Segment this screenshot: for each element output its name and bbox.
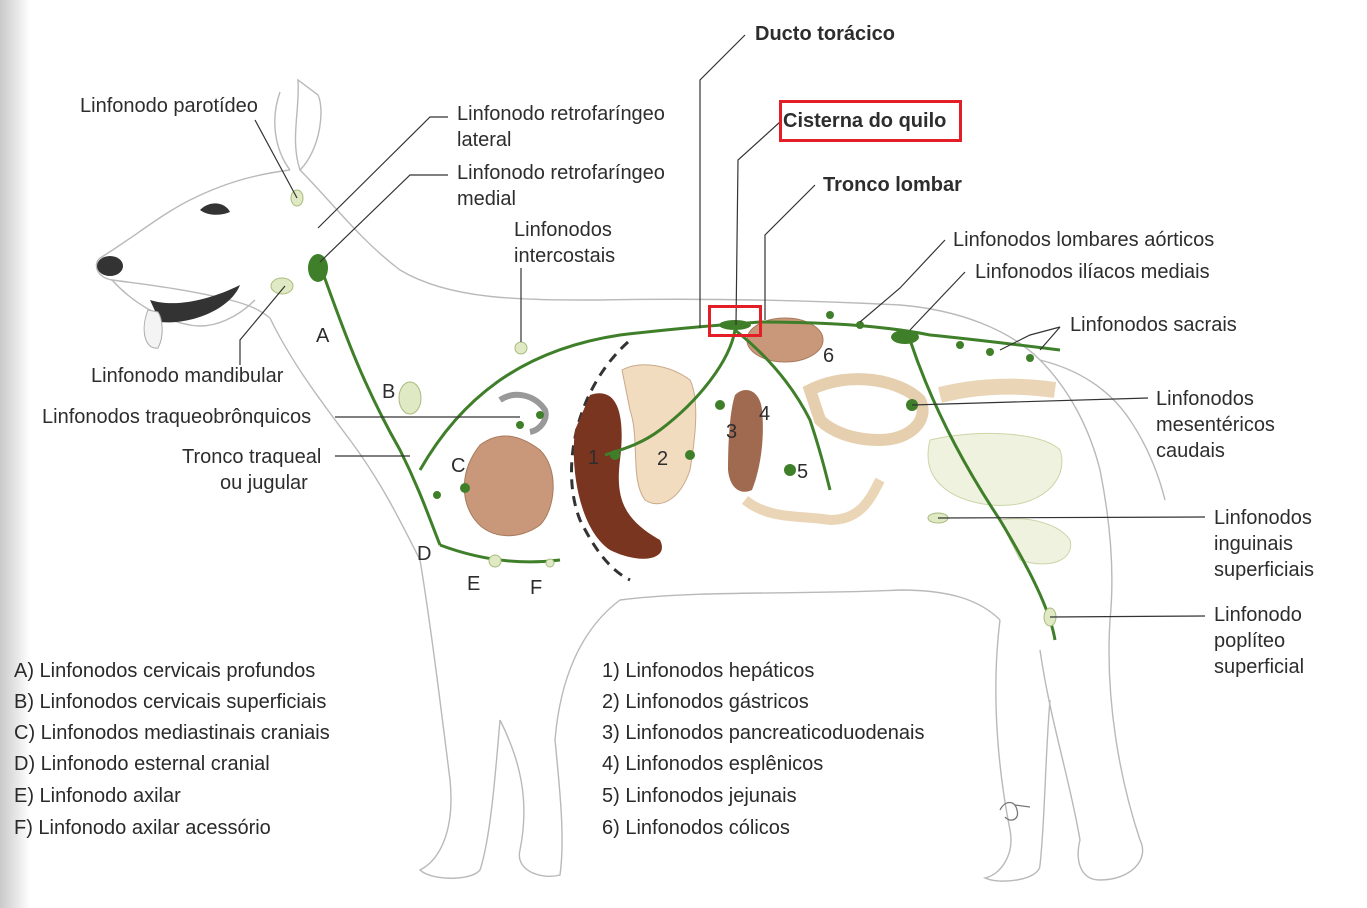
label-sacrais: Linfonodos sacrais: [1070, 314, 1237, 336]
label-tronco-traqueal-2: ou jugular: [220, 472, 308, 494]
legend-item-3: 3) Linfonodos pancreaticoduodenais: [602, 722, 925, 744]
liver-shape: [573, 393, 662, 559]
colon-shape: [802, 373, 929, 447]
letter-C: C: [451, 455, 466, 477]
letter-B: B: [382, 381, 396, 403]
legend-item-6: 6) Linfonodos cólicos: [602, 817, 790, 839]
label-retrofaringeo-lateral-2: lateral: [457, 129, 512, 151]
bladder-shape: [927, 432, 1063, 507]
stomach-shape: [621, 364, 697, 505]
legend-item-A: A) Linfonodos cervicais profundos: [14, 660, 316, 682]
label-intercostais-1: Linfonodos: [514, 219, 612, 241]
label-cisterna-do-quilo: Cisterna do quilo: [783, 110, 947, 132]
dog-tongue: [143, 309, 163, 349]
trachea-bronchi: [498, 391, 549, 435]
label-mandibular: Linfonodo mandibular: [91, 365, 284, 387]
legend-item-E: E) Linfonodo axilar: [14, 785, 181, 807]
legend-item-D: D) Linfonodo esternal cranial: [14, 753, 270, 775]
number-3: 3: [726, 421, 738, 443]
label-inguinais-2: inguinais: [1214, 533, 1293, 555]
number-1: 1: [588, 447, 600, 469]
label-retrofaringeo-lateral-1: Linfonodo retrofaríngeo: [457, 103, 665, 125]
label-popliteo-1: Linfonodo: [1214, 604, 1302, 626]
dog-mouth: [150, 285, 240, 323]
letter-E: E: [467, 573, 481, 595]
label-mesentericos-2: mesentéricos: [1156, 414, 1275, 436]
legend-item-1: 1) Linfonodos hepáticos: [602, 660, 815, 682]
label-mesentericos-3: caudais: [1156, 440, 1225, 462]
dog-nose: [97, 256, 123, 276]
lymph-vessels: [318, 264, 1061, 641]
label-tronco-lombar: Tronco lombar: [823, 174, 962, 196]
label-lombares-aorticos: Linfonodos lombares aórticos: [953, 229, 1215, 251]
label-intercostais-2: intercostais: [514, 245, 616, 267]
number-2: 2: [657, 448, 669, 470]
label-traqueobronquicos: Linfonodos traqueobrônquicos: [42, 406, 312, 428]
label-tronco-traqueal-1: Tronco traqueal: [182, 446, 322, 468]
pale-node-markers: [270, 189, 1057, 627]
jejunum-shape: [741, 477, 885, 526]
letter-A: A: [316, 325, 330, 347]
diaphragm-line: [570, 340, 631, 582]
legend-item-2: 2) Linfonodos gástricos: [602, 691, 809, 713]
number-4: 4: [759, 403, 771, 425]
testis-shape: [999, 518, 1072, 565]
letter-F: F: [530, 577, 543, 599]
number-5: 5: [797, 461, 809, 483]
label-popliteo-2: poplíteo: [1214, 630, 1286, 652]
label-inguinais-1: Linfonodos: [1214, 507, 1312, 529]
letter-D: D: [417, 543, 432, 565]
label-ducto-toracico: Ducto torácico: [755, 23, 896, 45]
label-retrofaringeo-medial-2: medial: [457, 188, 516, 210]
artist-signature: [999, 801, 1031, 821]
dog-outline: [95, 78, 1166, 882]
legend-item-4: 4) Linfonodos esplênicos: [602, 753, 824, 775]
spleen-shape: [728, 390, 763, 492]
label-inguinais-3: superficiais: [1214, 559, 1315, 581]
cisterna-location-box: [708, 305, 762, 337]
legend-item-5: 5) Linfonodos jejunais: [602, 785, 797, 807]
rectum-shape: [938, 378, 1057, 403]
label-parotideo: Linfonodo parotídeo: [80, 95, 258, 117]
label-iliacos-mediais: Linfonodos ilíacos mediais: [975, 261, 1210, 283]
lymph-node-markers: [308, 254, 1034, 499]
legend-item-B: B) Linfonodos cervicais superficiais: [14, 691, 327, 713]
number-6: 6: [823, 345, 835, 367]
legend-item-F: F) Linfonodo axilar acessório: [14, 817, 271, 839]
page-edge-shadow: [0, 0, 30, 908]
label-mesentericos-1: Linfonodos: [1156, 388, 1254, 410]
cisterna-highlight-box: [779, 100, 962, 142]
label-retrofaringeo-medial-1: Linfonodo retrofaríngeo: [457, 162, 665, 184]
leader-lines: [239, 34, 1206, 618]
label-popliteo-3: superficial: [1214, 656, 1305, 678]
dog-eye: [200, 203, 230, 215]
legend-item-C: C) Linfonodos mediastinais craniais: [14, 722, 330, 744]
heart-shape: [463, 435, 554, 537]
